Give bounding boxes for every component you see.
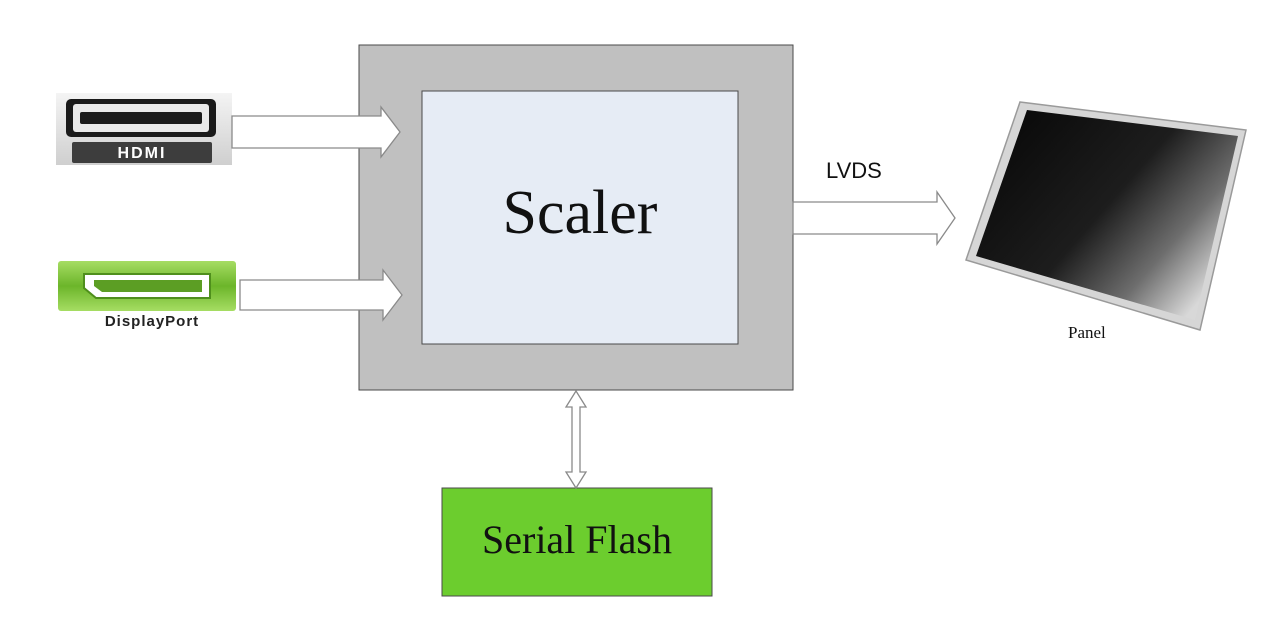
hdmi-to-scaler-arrow (231, 105, 401, 159)
hdmi-connector-icon (56, 93, 232, 165)
serial-flash-label: Serial Flash (482, 517, 672, 562)
scaler-label: Scaler (502, 179, 658, 247)
scaler-inner-block (421, 90, 739, 345)
panel-display-icon (965, 101, 1247, 331)
lvds-link-label: LVDS (826, 158, 882, 183)
serial-flash-block (441, 487, 713, 597)
displayport-to-scaler-arrow (239, 268, 403, 322)
displayport-label: DisplayPort (104, 313, 200, 330)
scaler-to-panel-arrow (792, 189, 956, 247)
displayport-connector-icon (58, 261, 236, 311)
panel-label: Panel (1068, 323, 1106, 342)
hdmi-label: HDMI (117, 145, 167, 162)
scaler-flash-bidirectional-arrow (564, 389, 588, 490)
